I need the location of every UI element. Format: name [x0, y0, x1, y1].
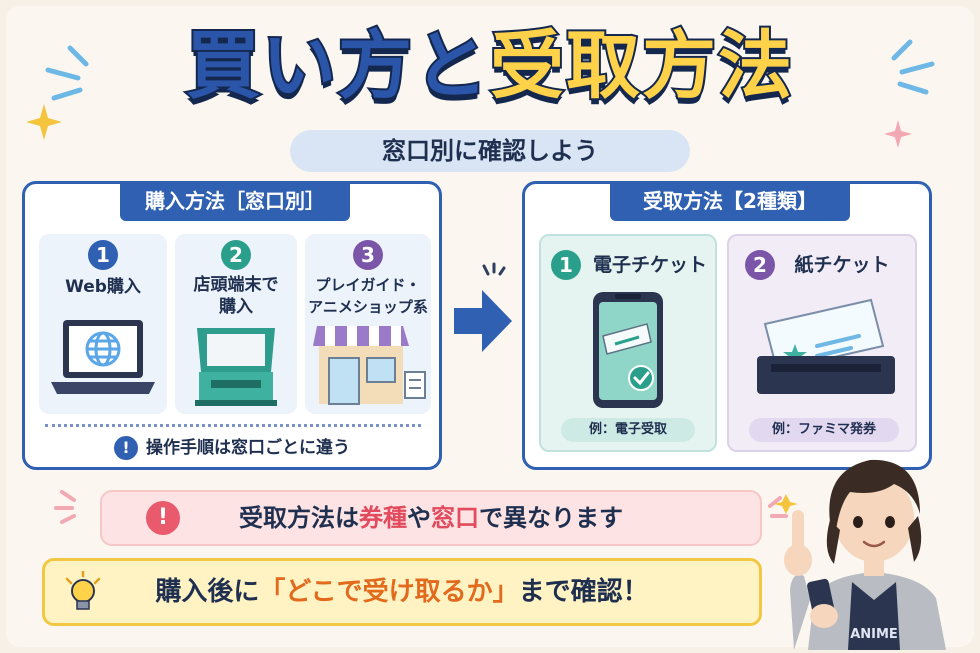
notice-text-b: や — [407, 504, 431, 532]
rays-right-icon — [891, 39, 935, 95]
tip-text-a: 購入後に — [155, 577, 260, 607]
number-badge: 3 — [353, 240, 383, 270]
laptop-icon — [51, 320, 155, 394]
purchase-note-text: 操作手順は窓口ごとに違う — [146, 438, 350, 458]
printer-ticket-icon — [757, 298, 895, 394]
purchase-card-store-kiosk: 2 店頭端末で 購入 — [175, 234, 297, 414]
card-label: 紙チケット — [794, 254, 890, 276]
card-label-line1: プレイガイド・ — [315, 276, 421, 294]
notice-banner: ! 受取方法は券種や窓口で異なります — [100, 490, 762, 546]
purchase-card-playguide-shop: 3 プレイガイド・ アニメショップ系 — [305, 234, 431, 414]
accent-lines-icon — [768, 496, 788, 518]
motion-lines-icon — [482, 262, 506, 276]
arrow-right-icon — [454, 290, 512, 352]
sparkle-icon — [26, 104, 62, 140]
number-badge: 2 — [745, 250, 775, 280]
receive-example-paper: 例：ファミマ発券 — [749, 418, 899, 442]
divider — [45, 424, 421, 427]
kiosk-icon — [195, 328, 277, 406]
notice-text-c: で異なります — [479, 504, 623, 532]
sparkle-icon — [884, 120, 912, 148]
notice-highlight-window: 窓口 — [431, 504, 479, 532]
check-icon — [628, 365, 654, 391]
purchase-panel: 購入方法［窓口別］ 1 Web購入 2 店頭端末で 購入 — [22, 181, 442, 470]
subtitle: 窓口別に確認しよう — [290, 130, 690, 172]
card-label-line1: 店頭端末で — [193, 275, 279, 295]
tip-banner: 購入後に「どこで受け取るか」まで確認！ — [42, 558, 762, 626]
card-label: 電子チケット — [592, 254, 707, 276]
globe-icon — [85, 331, 121, 367]
smartphone-ticket-icon — [593, 292, 663, 408]
number-badge: 2 — [221, 240, 251, 270]
title-part2: 受取方法 — [488, 21, 794, 111]
person-illustration: ANIME — [774, 459, 946, 650]
tip-text-b: まで確認！ — [518, 577, 649, 607]
card-label: Web購入 — [65, 277, 141, 297]
receive-panel: 受取方法【2種類】 1 電子チケット 例：電子受取 2 紙チケット 例：ファミマ… — [522, 181, 932, 470]
rays-left-icon — [45, 45, 89, 101]
warning-icon: ! — [146, 501, 180, 535]
card-label-line2: アニメショップ系 — [308, 298, 428, 316]
purchase-header: 購入方法［窓口別］ — [120, 181, 350, 221]
purchase-card-web: 1 Web購入 — [39, 234, 167, 414]
page-title: 買い方と受取方法 — [0, 18, 980, 114]
title-part1: 買い方と — [184, 21, 490, 111]
tip-highlight: 「どこで受け取るか」 — [259, 577, 519, 607]
exclamation-icon: ! — [114, 436, 138, 460]
receive-card-paper: 2 紙チケット 例：ファミマ発券 — [727, 234, 917, 452]
shop-icon — [313, 326, 426, 405]
purchase-note: ! 操作手順は窓口ごとに違う — [25, 435, 439, 461]
number-badge: 1 — [88, 240, 118, 270]
card-label-line2: 購入 — [219, 297, 253, 317]
notice-text-a: 受取方法は — [239, 504, 359, 532]
receive-header: 受取方法【2種類】 — [610, 181, 850, 221]
receive-example-eticket: 例：電子受取 — [561, 418, 695, 442]
number-badge: 1 — [551, 250, 581, 280]
notice-highlight-ticket-type: 券種 — [359, 504, 407, 532]
shirt-text: ANIME — [850, 627, 898, 642]
lightbulb-icon — [65, 571, 101, 610]
receive-card-eticket: 1 電子チケット 例：電子受取 — [539, 234, 717, 452]
accent-lines-icon — [54, 490, 76, 524]
